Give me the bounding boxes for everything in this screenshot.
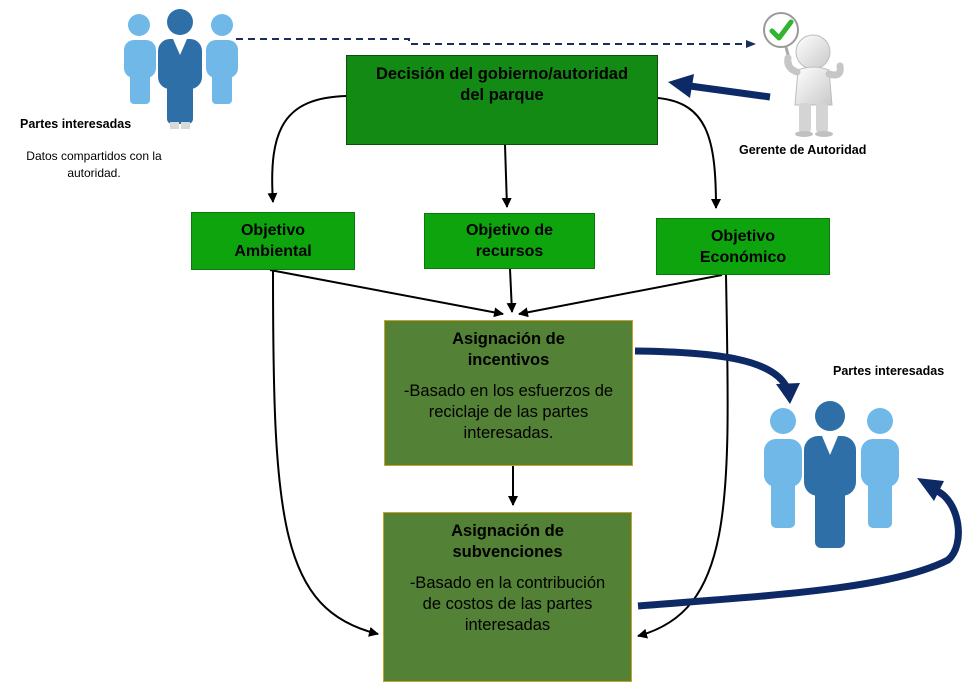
manager-label: Gerente de Autoridad <box>739 143 867 157</box>
manager-to-decision-arrow <box>668 74 771 101</box>
arrow-eco-to-subsidies <box>637 274 729 639</box>
incentives-arrowhead <box>776 383 800 404</box>
incentives-box: Asignación de incentivos -Basado en los … <box>384 320 633 466</box>
arrow-res-to-incentives <box>506 268 517 313</box>
objective-resources-box: Objetivo de recursos <box>424 213 595 269</box>
stakeholder-group-icon-left <box>124 9 238 129</box>
subsidies-title: Asignación de subvenciones <box>451 522 564 561</box>
incentives-title: Asignación de incentivos <box>452 330 565 369</box>
subsidies-to-stakeholders-arrow <box>637 486 962 610</box>
shared-data-dashed-arrow <box>236 38 756 48</box>
arrow-decision-to-eco <box>657 97 721 209</box>
stakeholders-right-label: Partes interesadas <box>833 364 945 378</box>
incentives-description: -Basado en los esfuerzos de reciclaje de… <box>403 382 614 442</box>
objective-economic-label: Objetivo Económico <box>699 227 787 266</box>
incentives-to-stakeholders-arrow <box>634 347 791 390</box>
arrow-eco-to-incentives <box>518 274 723 318</box>
arrow-env-to-incentives <box>269 269 504 318</box>
arrow-env-to-subsidies <box>272 269 379 637</box>
objective-environmental-label: Objetivo Ambiental <box>234 222 312 260</box>
manager-with-checkmark-icon <box>763 12 844 137</box>
decision-box: Decisión del gobierno/autoridad del parq… <box>346 55 658 145</box>
subsidies-box: Asignación de subvenciones -Basado en la… <box>383 512 632 682</box>
subsidies-arrowhead <box>917 478 944 501</box>
objective-economic-box: Objetivo Económico <box>656 218 830 275</box>
objective-environmental-box: Objetivo Ambiental <box>191 212 355 270</box>
shared-data-label: Datos compartidos con la autoridad. <box>26 149 162 180</box>
stakeholder-group-icon-right <box>764 401 899 548</box>
arrow-decision-to-res <box>501 144 512 208</box>
decision-label: Decisión del gobierno/autoridad del parq… <box>375 65 629 104</box>
subsidies-description: -Basado en la contribución de costos de … <box>409 574 606 634</box>
arrow-decision-to-env <box>267 95 347 203</box>
stakeholders-left-label: Partes interesadas <box>20 117 132 131</box>
objective-resources-label: Objetivo de recursos <box>465 222 554 260</box>
